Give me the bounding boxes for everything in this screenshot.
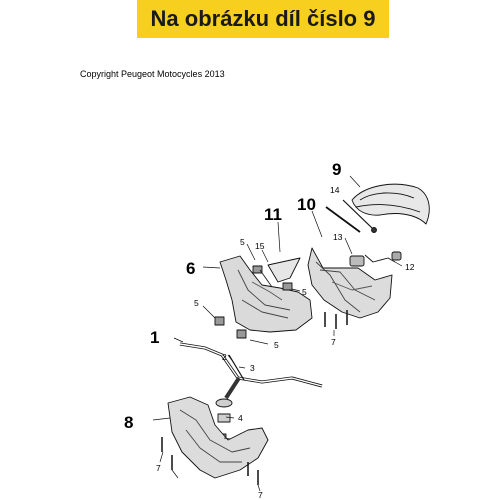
part-11-trim [267,257,301,283]
callout-1: 1 [150,328,159,347]
callout-10: 10 [297,195,316,214]
callout-14: 14 [330,185,340,195]
callout-9: 9 [332,160,341,179]
callout-13: 13 [333,232,343,242]
part-8-cover [167,396,269,479]
callout-4: 4 [238,413,243,423]
callout-7-c: 7 [258,490,263,500]
callout-12: 12 [405,262,415,272]
part-9-cover [351,183,430,225]
callout-5-a: 5 [240,237,245,247]
part-10-panel [307,247,393,319]
callout-5-b: 5 [302,287,307,297]
callout-15: 15 [255,241,265,251]
banner-text: Na obrázku díl číslo 9 [150,6,376,31]
part-number-banner: Na obrázku díl číslo 9 [137,0,389,38]
part-6-cover [219,255,313,333]
callout-7-b: 7 [156,463,161,473]
callout-7-a: 7 [331,337,336,347]
callout-2: 2 [222,352,227,362]
callout-3: 3 [250,363,255,373]
callout-6: 6 [186,259,195,278]
callout-5-c: 5 [194,298,199,308]
copyright-text: Copyright Peugeot Motocycles 2013 [80,69,225,79]
callout-8: 8 [124,413,133,432]
callout-11: 11 [264,205,282,224]
callout-5-d: 5 [274,340,279,350]
